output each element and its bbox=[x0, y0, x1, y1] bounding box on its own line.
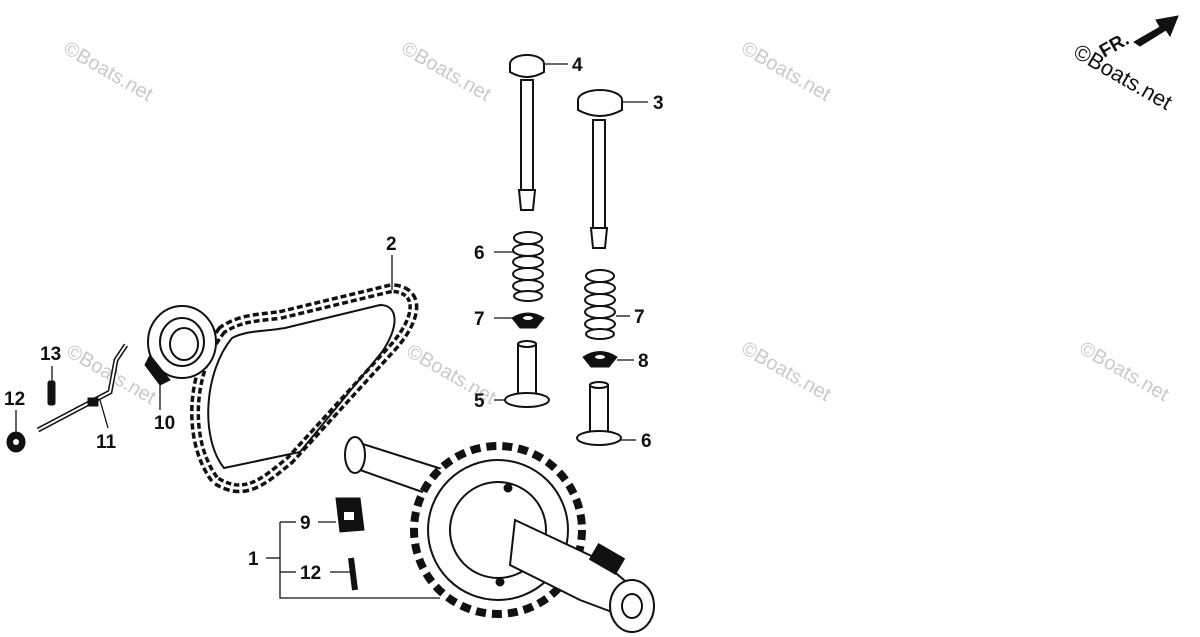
decompressor-weight bbox=[335, 497, 365, 533]
callout-10: 11 bbox=[96, 432, 117, 453]
callout-11: 12 bbox=[4, 389, 25, 410]
callout-6-left: 6 bbox=[474, 243, 485, 264]
front-orientation: ©Boats.net FR. bbox=[1070, 15, 1179, 115]
callout-12-b: 12 bbox=[300, 563, 321, 584]
watermark: ©Boats.net bbox=[60, 37, 157, 106]
cam-chain bbox=[190, 282, 419, 494]
valve-guide-right bbox=[576, 381, 622, 446]
valve-guide-left bbox=[504, 340, 550, 408]
valve-retainer-left bbox=[511, 312, 545, 329]
watermark: ©Boats.net bbox=[1076, 337, 1173, 406]
watermark: ©Boats.net bbox=[738, 37, 835, 106]
valve-spring-left bbox=[512, 231, 544, 302]
spring-pin bbox=[47, 380, 56, 406]
front-arrow-icon bbox=[1133, 15, 1179, 47]
callout-7-left: 7 bbox=[474, 309, 485, 330]
washer bbox=[6, 431, 26, 453]
callout-2: 2 bbox=[386, 234, 397, 255]
callouts: 4 3 2 6 7 7 8 5 6 10 11 12 13 9 1 12 bbox=[4, 55, 664, 584]
chain-guide-roller bbox=[144, 305, 217, 386]
callout-12: 1 bbox=[248, 549, 259, 570]
camshaft-assembly bbox=[344, 436, 655, 633]
callout-13: 13 bbox=[40, 344, 61, 365]
watermark: ©Boats.net bbox=[398, 37, 495, 106]
callout-9: 10 bbox=[154, 413, 175, 434]
intake-valve bbox=[509, 54, 545, 211]
callout-8: 9 bbox=[300, 513, 311, 534]
callout-5-right: 6 bbox=[641, 431, 652, 452]
leader-lines bbox=[15, 63, 648, 599]
exhaust-valve bbox=[577, 89, 623, 249]
callout-5-left: 5 bbox=[474, 391, 485, 412]
valve-retainer-right bbox=[582, 351, 618, 368]
watermark: ©Boats.net bbox=[403, 340, 500, 409]
valve-spring-right bbox=[584, 269, 616, 340]
watermark: ©Boats.net bbox=[738, 337, 835, 406]
callout-3: 3 bbox=[653, 93, 664, 114]
callout-4: 4 bbox=[572, 55, 583, 76]
tensioner-rod bbox=[36, 343, 129, 433]
callout-6-right: 7 bbox=[634, 307, 645, 328]
decompressor-pin bbox=[348, 557, 358, 591]
callout-7-right: 8 bbox=[638, 351, 649, 372]
